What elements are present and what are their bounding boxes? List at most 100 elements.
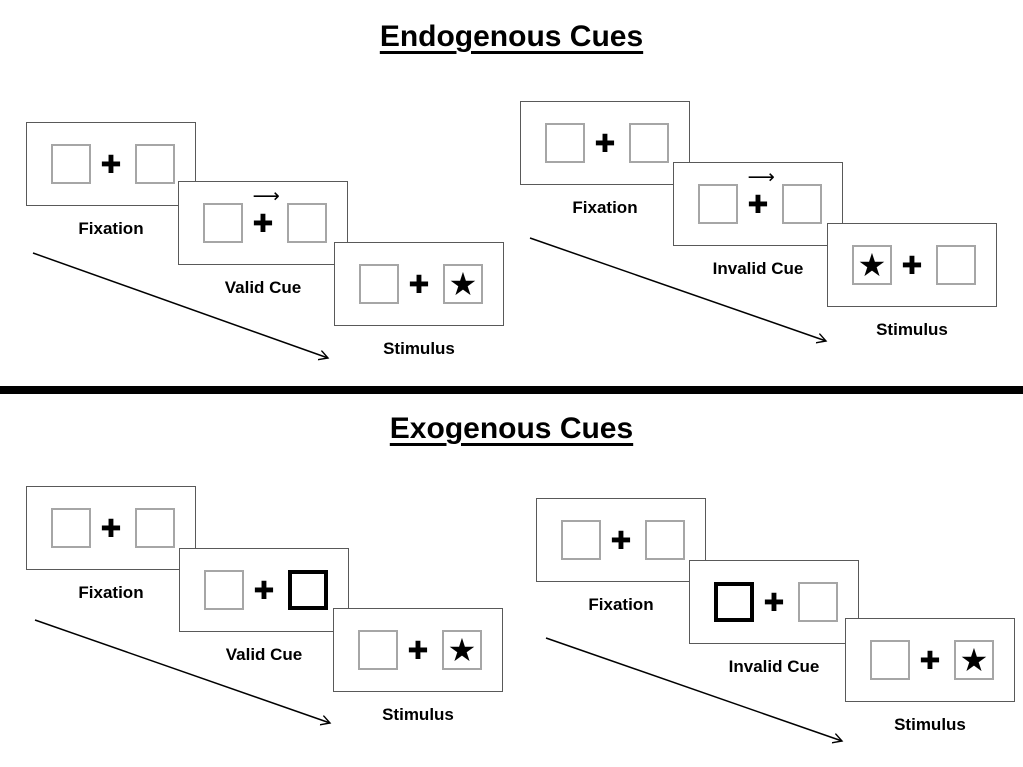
star-icon: ★ [857, 246, 887, 284]
screen-card: ✚ ★ [333, 608, 503, 692]
endogenous-valid-cue-panel: ⟶ ✚ Valid Cue [178, 181, 348, 298]
left-box [359, 264, 399, 304]
left-box: ★ [852, 245, 892, 285]
panel-label: Invalid Cue [712, 259, 804, 278]
left-box [870, 640, 910, 680]
right-box-symbol [647, 522, 683, 558]
fixation-cross-icon: ✚ [408, 269, 430, 299]
screen-card: ✚ [179, 548, 349, 632]
left-box-symbol [53, 510, 89, 546]
fixation-cross-icon: ✚ [252, 208, 274, 238]
right-box [135, 508, 175, 548]
fixation-cross-icon: ✚ [594, 128, 616, 158]
star-icon: ★ [448, 265, 478, 303]
exogenous-section-title: Exogenous Cues [389, 412, 634, 445]
section-divider [0, 386, 1023, 394]
right-box-symbol [137, 146, 173, 182]
left-box [203, 203, 243, 243]
right-box: ★ [954, 640, 994, 680]
right-box-symbol [784, 186, 820, 222]
screen-card: ✚ [689, 560, 859, 644]
exogenous-invalid-fixation-panel: ✚ Fixation [536, 498, 706, 615]
left-box-symbol [547, 125, 583, 161]
right-box [936, 245, 976, 285]
highlighted-cue-box [714, 582, 754, 622]
screen-card: ✚ [26, 122, 196, 206]
exogenous-valid-fixation-panel: ✚ Fixation [26, 486, 196, 603]
left-box [545, 123, 585, 163]
panel-label: Stimulus [383, 339, 455, 358]
left-box-symbol [53, 146, 89, 182]
left-box-symbol [205, 205, 241, 241]
exogenous-valid-cue-panel: ✚ Valid Cue [179, 548, 349, 665]
right-box [782, 184, 822, 224]
endogenous-valid-fixation-panel: ✚ Fixation [26, 122, 196, 239]
cue-arrow-icon: ⟶ [747, 166, 775, 188]
endogenous-invalid-fixation-panel: ✚ Fixation [520, 101, 690, 218]
right-box [798, 582, 838, 622]
left-box [358, 630, 398, 670]
left-box-symbol [872, 642, 908, 678]
left-box-symbol [360, 632, 396, 668]
fixation-cross-icon: ✚ [100, 513, 122, 543]
right-box: ★ [442, 630, 482, 670]
exogenous-invalid-stimulus-panel: ✚ ★ Stimulus [845, 618, 1015, 735]
screen-card: ✚ ★ [827, 223, 997, 307]
left-box-symbol [361, 266, 397, 302]
left-box [51, 508, 91, 548]
right-box: ★ [443, 264, 483, 304]
cue-arrow-icon: ⟶ [252, 185, 280, 207]
right-box-symbol [292, 574, 324, 606]
screen-card: ✚ [536, 498, 706, 582]
right-box-symbol [137, 510, 173, 546]
endogenous-invalid-cue-panel: ⟶ ✚ Invalid Cue [673, 162, 843, 279]
left-box [561, 520, 601, 560]
right-box-symbol [289, 205, 325, 241]
exogenous-invalid-cue-panel: ✚ Invalid Cue [689, 560, 859, 677]
screen-card: ✚ [26, 486, 196, 570]
left-box-symbol [700, 186, 736, 222]
left-box [51, 144, 91, 184]
right-box-symbol [631, 125, 667, 161]
panel-label: Fixation [572, 198, 638, 217]
right-box [629, 123, 669, 163]
panel-label: Fixation [78, 219, 144, 238]
screen-card: ✚ [520, 101, 690, 185]
endogenous-section-title: Endogenous Cues [379, 20, 644, 53]
star-icon: ★ [959, 641, 989, 679]
left-box-symbol [718, 586, 750, 618]
left-box-symbol [563, 522, 599, 558]
fixation-cross-icon: ✚ [407, 635, 429, 665]
panel-label: Invalid Cue [728, 657, 820, 676]
right-box-symbol [800, 584, 836, 620]
panel-label: Stimulus [876, 320, 948, 339]
highlighted-cue-box [288, 570, 328, 610]
panel-label: Fixation [78, 583, 144, 602]
right-box [287, 203, 327, 243]
left-box [204, 570, 244, 610]
fixation-cross-icon: ✚ [919, 645, 941, 675]
left-box-symbol [206, 572, 242, 608]
fixation-cross-icon: ✚ [763, 587, 785, 617]
star-icon: ★ [447, 631, 477, 669]
panel-label: Stimulus [382, 705, 454, 724]
exogenous-valid-stimulus-panel: ✚ ★ Stimulus [333, 608, 503, 725]
fixation-cross-icon: ✚ [100, 149, 122, 179]
panel-label: Fixation [588, 595, 654, 614]
screen-card: ✚ ★ [334, 242, 504, 326]
endogenous-valid-stimulus-panel: ✚ ★ Stimulus [334, 242, 504, 359]
fixation-cross-icon: ✚ [610, 525, 632, 555]
panel-label: Valid Cue [225, 645, 303, 664]
right-box-symbol [938, 247, 974, 283]
screen-card: ⟶ ✚ [178, 181, 348, 265]
screen-card: ⟶ ✚ [673, 162, 843, 246]
fixation-cross-icon: ✚ [747, 189, 769, 219]
fixation-cross-icon: ✚ [901, 250, 923, 280]
fixation-cross-icon: ✚ [253, 575, 275, 605]
panel-label: Valid Cue [224, 278, 302, 297]
right-box [135, 144, 175, 184]
left-box [698, 184, 738, 224]
screen-card: ✚ ★ [845, 618, 1015, 702]
panel-label: Stimulus [894, 715, 966, 734]
